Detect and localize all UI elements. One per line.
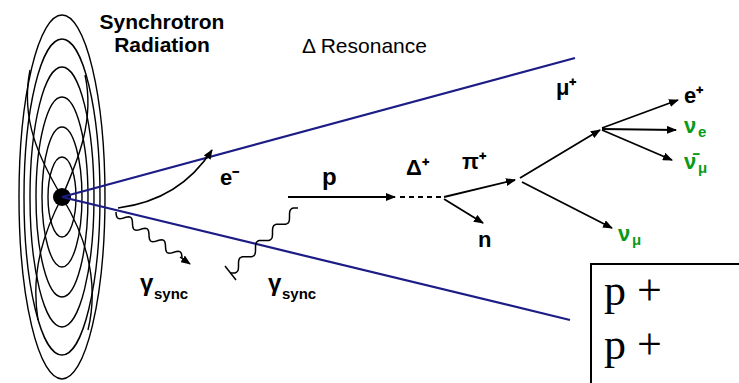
reaction-box: p + p +: [590, 263, 739, 383]
neutrino-label: ν: [684, 114, 696, 138]
subscript-label: sync: [154, 286, 188, 303]
subscript-label: e: [698, 124, 706, 141]
subscript-label: μ: [632, 232, 641, 249]
positron-track: [602, 100, 678, 128]
particle-label: γ: [140, 270, 153, 296]
particle-label: e⁻: [220, 166, 239, 190]
pion-track: [444, 180, 515, 197]
reaction-text: p +: [604, 321, 662, 369]
particle-label: Δ⁺: [406, 156, 429, 180]
electron-track: [118, 150, 212, 208]
title-label: Synchrotron Radiation: [92, 10, 232, 56]
neutrino-label: ν̄: [684, 150, 696, 174]
neutron-track: [444, 199, 483, 223]
proton-track: [288, 196, 395, 198]
photon-wave: [116, 212, 182, 258]
jet-cone-line: [62, 58, 575, 197]
particle-label: γ: [268, 270, 281, 296]
neutrino-label: ν: [618, 222, 630, 246]
reaction-text: p +: [604, 267, 662, 315]
particle-label: π⁺: [462, 150, 486, 174]
photon-waves: [116, 208, 298, 273]
resonance-label: Δ Resonance: [302, 34, 427, 57]
neutrino-track: [522, 182, 612, 228]
subscript-label: μ: [698, 160, 707, 177]
neutrino-track: [602, 130, 672, 160]
muon-track: [520, 130, 600, 178]
particle-label: μ⁺: [556, 76, 576, 100]
photon-tick: [225, 266, 236, 280]
subscript-label: sync: [282, 286, 316, 303]
delta-propagator: [400, 196, 442, 198]
particle-label: p: [322, 164, 337, 190]
neutrino-track: [602, 129, 676, 130]
particle-label: n: [478, 228, 491, 252]
photon-wave: [230, 208, 298, 273]
particle-label: e⁺: [684, 84, 703, 108]
photon-arrowhead: [180, 257, 190, 264]
jet-cone-line: [62, 197, 570, 320]
